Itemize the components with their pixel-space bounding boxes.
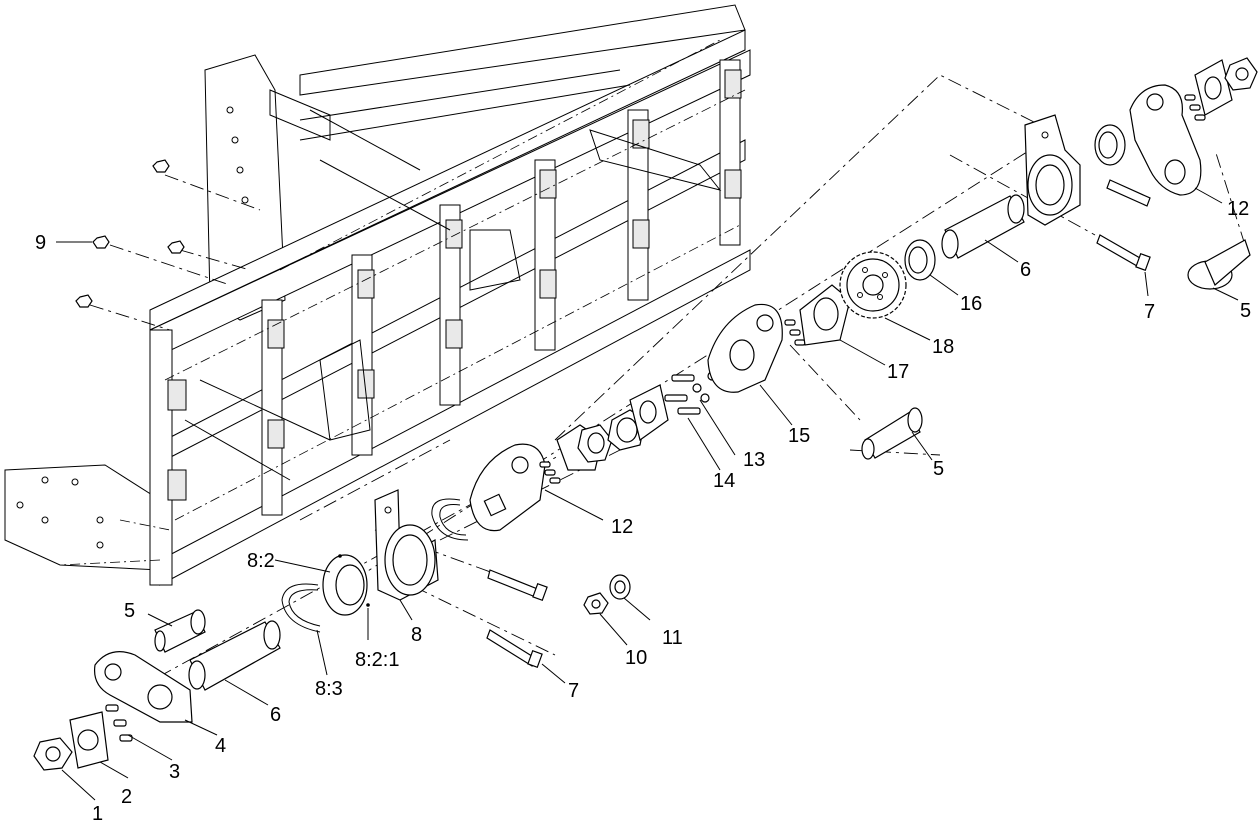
bearing-plate-15 [707, 303, 806, 393]
callout-labels: 1 2 3 4 5 5 5 6 6 7 7 8 8:2 8:2:1 8:3 9 … [35, 198, 1251, 825]
bolt-7-upper [1096, 179, 1151, 272]
bearing-plate-12-lower [469, 443, 561, 532]
flange-plate-upper [1194, 59, 1233, 116]
pin-5-lower-left [154, 609, 206, 653]
shaft-6-lower [188, 620, 281, 691]
jam-nut-upper [1224, 57, 1258, 91]
collar-16 [904, 239, 936, 281]
callout-5-center: 5 [933, 458, 944, 480]
flange-plate-17 [799, 284, 851, 346]
bearing-plate-4 [93, 651, 193, 723]
callout-3: 3 [169, 761, 180, 783]
bearing-housing-upper [1024, 114, 1081, 226]
pin-5-upper-right [1187, 239, 1251, 290]
hex-nut-9-group [75, 159, 185, 308]
callout-5-upper-right: 5 [1240, 300, 1251, 322]
callout-11: 11 [662, 627, 683, 649]
snap-ring-8-3 [281, 583, 321, 633]
frame-assembly [4, 4, 751, 586]
flange-stack [556, 384, 669, 471]
callout-16: 16 [960, 293, 982, 315]
callout-12-lower: 12 [611, 516, 633, 538]
callout-17: 17 [887, 361, 909, 383]
parts [33, 57, 1258, 771]
callout-8-2-1: 8:2:1 [355, 649, 399, 671]
callout-9: 9 [35, 232, 46, 254]
collar-upper [1094, 124, 1126, 166]
callout-18: 18 [932, 336, 954, 358]
callout-2: 2 [121, 786, 132, 808]
callout-15: 15 [788, 425, 810, 447]
callout-8-3: 8:3 [315, 678, 343, 700]
callout-13: 13 [743, 449, 765, 471]
shaft-6-upper [941, 194, 1025, 259]
bolt-7-middle [486, 629, 543, 669]
bolts-14 [664, 374, 701, 415]
pin-5-center [861, 407, 923, 460]
callout-8: 8 [411, 624, 422, 646]
bolts-3 [105, 704, 133, 742]
hex-nut-10 [583, 592, 609, 615]
bearing-8-2 [322, 554, 370, 616]
leader-lines [56, 187, 1239, 801]
callout-6-lower: 6 [270, 704, 281, 726]
washer-11 [609, 574, 631, 600]
bearing-housing-8 [374, 489, 439, 601]
callout-7-lower: 7 [568, 680, 579, 702]
sprocket-18 [839, 251, 907, 319]
callout-1: 1 [92, 803, 103, 825]
callout-10: 10 [625, 647, 647, 669]
callout-7-upper: 7 [1144, 301, 1155, 323]
callout-4: 4 [215, 735, 226, 757]
callout-6-upper: 6 [1020, 259, 1031, 281]
callout-8-2: 8:2 [247, 550, 275, 572]
bolt-7-lower [487, 569, 548, 602]
callout-5-lower-left: 5 [124, 600, 135, 622]
callout-12-upper: 12 [1227, 198, 1249, 220]
callout-14: 14 [713, 470, 735, 492]
snap-ring [431, 498, 469, 541]
bearing-plate-12-upper [1129, 84, 1206, 196]
flange-plate-2 [69, 711, 109, 769]
jam-nut-1 [33, 737, 73, 771]
